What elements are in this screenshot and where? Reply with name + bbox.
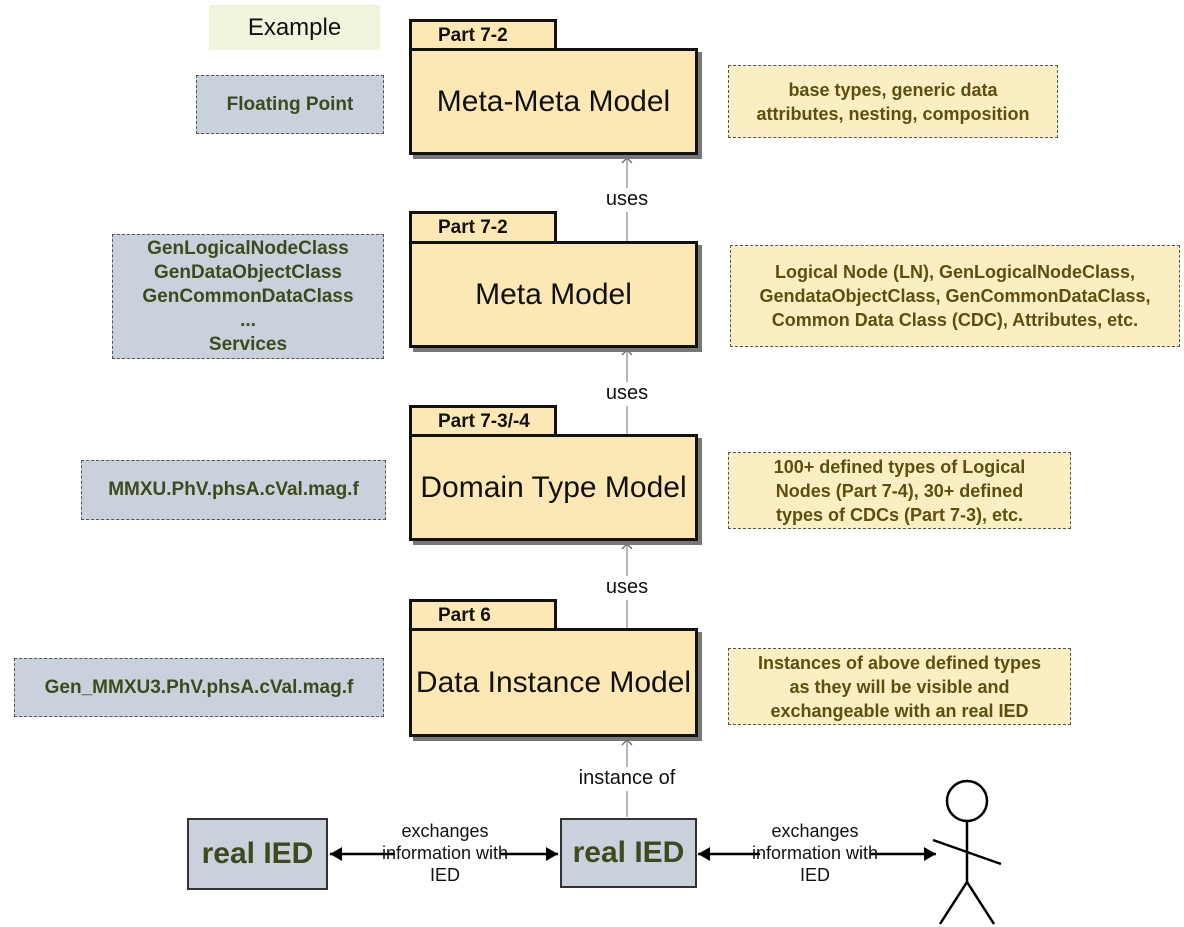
- example-note-line: ...: [240, 309, 256, 331]
- exchange-line: IED: [429, 865, 460, 885]
- description-line: as they will be visible and: [789, 676, 1010, 697]
- exchange-line: exchanges: [771, 821, 859, 841]
- example-note-line: Floating Point: [226, 93, 354, 115]
- example-note-meta: GenLogicalNodeClass GenDataObjectClass G…: [112, 234, 384, 359]
- description-line: exchangeable with an real IED: [770, 700, 1029, 721]
- description-line: Common Data Class (CDC), Attributes, etc…: [771, 310, 1139, 330]
- example-note-line: Services: [208, 333, 288, 355]
- uses-label-3: uses: [597, 576, 657, 600]
- part-tab-domain-type: Part 7-3/-4: [409, 405, 557, 437]
- example-note-data-instance: Gen_MMXU3.PhV.phsA.cVal.mag.f: [14, 658, 384, 717]
- example-label: Example: [209, 5, 380, 50]
- uses-label-1: uses: [597, 188, 657, 212]
- description-note-meta: Logical Node (LN), GenLogicalNodeClass, …: [730, 245, 1180, 347]
- exchange-line: IED: [799, 865, 830, 885]
- part-tab-data-instance: Part 6: [409, 599, 557, 631]
- example-note-line: GenCommonDataClass: [142, 285, 354, 307]
- package-data-instance-model: Data Instance Model: [409, 628, 698, 737]
- description-line: attributes, nesting, composition: [756, 103, 1030, 124]
- real-ied-box-left: real IED: [187, 818, 328, 890]
- description-line: Instances of above defined types: [757, 652, 1042, 673]
- example-note-domain-type: MMXU.PhV.phsA.cVal.mag.f: [81, 460, 386, 520]
- description-line: Logical Node (LN), GenLogicalNodeClass,: [774, 262, 1136, 282]
- exchange-line: information with: [381, 843, 509, 863]
- stick-figure-person-icon: [932, 779, 1002, 925]
- description-note-domain-type: 100+ defined types of Logical Nodes (Par…: [728, 452, 1071, 529]
- part-tab-meta-meta: Part 7-2: [409, 19, 557, 51]
- description-line: 100+ defined types of Logical: [773, 456, 1026, 477]
- description-note-meta-meta: base types, generic data attributes, nes…: [728, 65, 1058, 138]
- example-note-meta-meta: Floating Point: [196, 75, 384, 134]
- part-tab-meta: Part 7-2: [409, 211, 557, 243]
- exchange-line: information with: [751, 843, 879, 863]
- real-ied-box-center: real IED: [560, 818, 697, 888]
- description-note-data-instance: Instances of above defined types as they…: [728, 648, 1071, 725]
- description-line: types of CDCs (Part 7-3), etc.: [775, 504, 1024, 525]
- exchange-line: exchanges: [401, 821, 489, 841]
- example-note-line: MMXU.PhV.phsA.cVal.mag.f: [108, 479, 359, 500]
- package-meta-model: Meta Model: [409, 241, 698, 348]
- example-note-line: GenLogicalNodeClass: [147, 237, 349, 259]
- description-line: base types, generic data: [788, 79, 998, 100]
- description-line: Nodes (Part 7-4), 30+ defined: [775, 480, 1024, 501]
- instance-of-label: instance of: [567, 767, 687, 791]
- uses-label-2: uses: [597, 382, 657, 406]
- example-note-line: Gen_MMXU3.PhV.phsA.cVal.mag.f: [44, 676, 354, 698]
- example-note-line: GenDataObjectClass: [154, 261, 342, 283]
- description-line: GendataObjectClass, GenCommonDataClass,: [759, 286, 1151, 306]
- exchange-label-left: exchanges information with IED: [370, 820, 520, 890]
- package-meta-meta-model: Meta-Meta Model: [409, 48, 698, 155]
- package-domain-type-model: Domain Type Model: [409, 434, 698, 541]
- exchange-label-right: exchanges information with IED: [740, 820, 890, 890]
